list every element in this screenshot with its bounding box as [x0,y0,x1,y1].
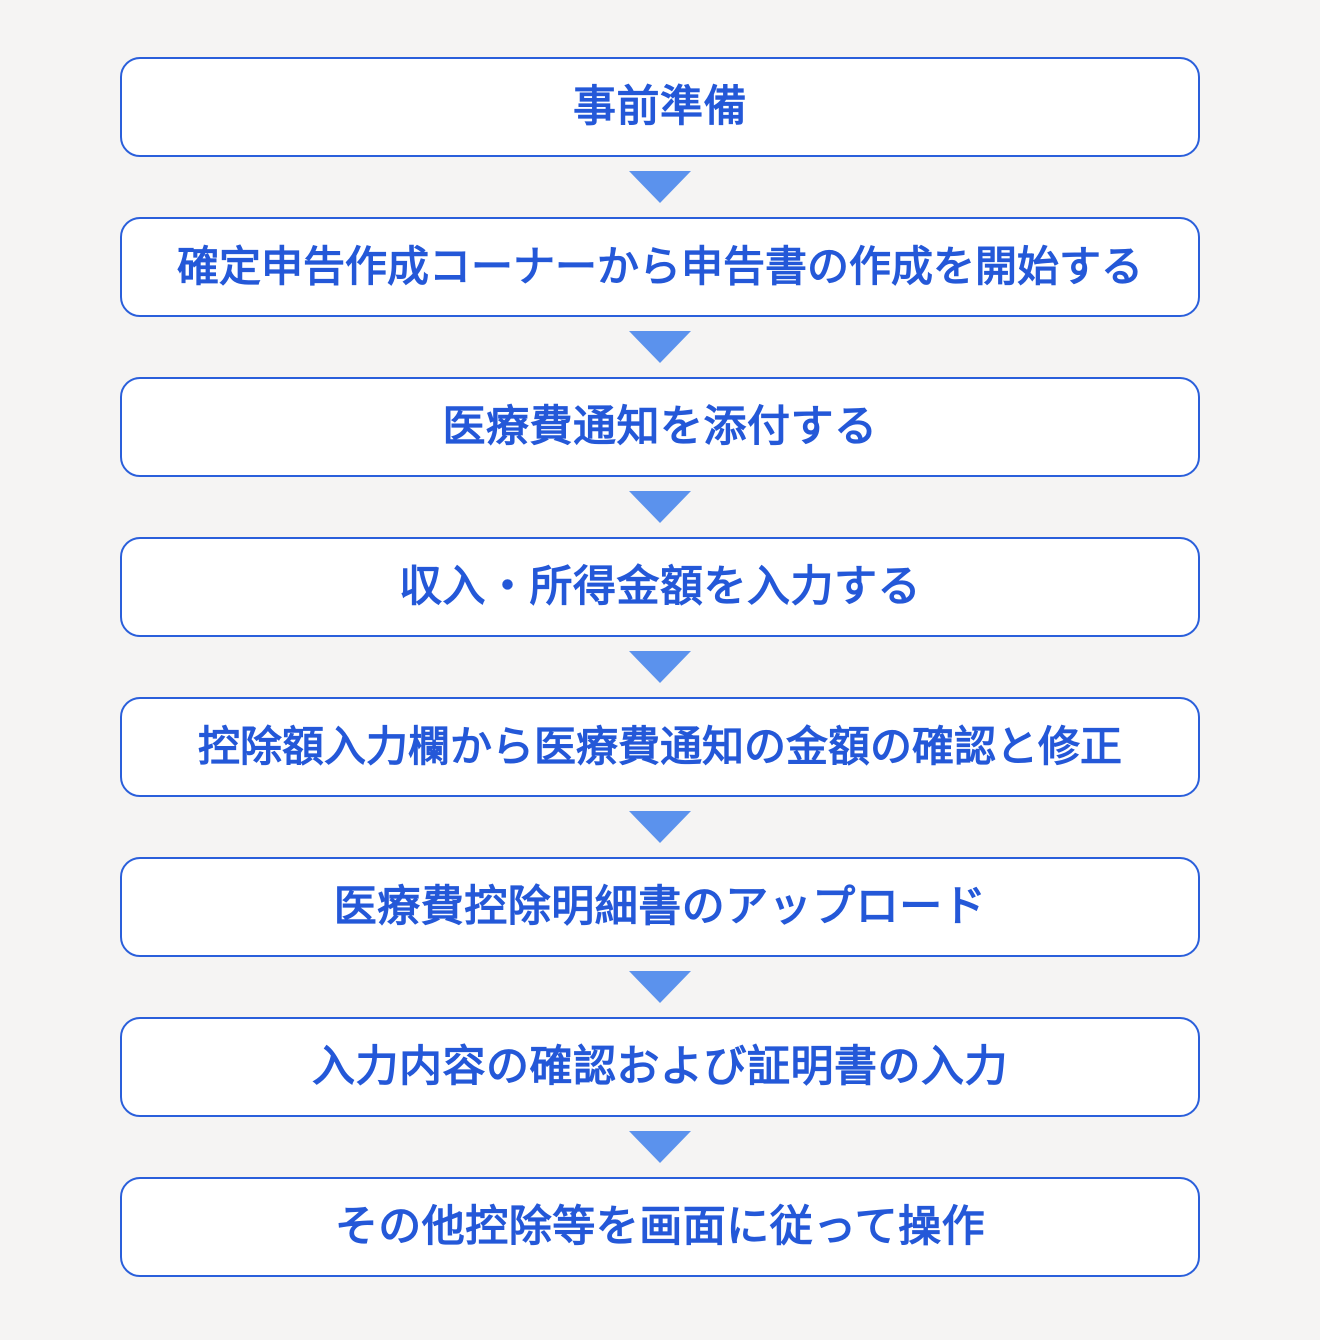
flow-step-2: 確定申告作成コーナーから申告書の作成を開始する [120,217,1200,317]
triangle-down-icon [629,811,691,843]
flow-connector-3 [120,477,1200,537]
flow-step-label: その他控除等を画面に従って操作 [334,1201,986,1252]
flow-step-5: 控除額入力欄から医療費通知の金額の確認と修正 [120,697,1200,797]
triangle-down-icon [629,171,691,203]
triangle-down-icon [629,331,691,363]
flow-step-label: 控除額入力欄から医療費通知の金額の確認と修正 [197,722,1122,771]
triangle-down-icon [629,651,691,683]
flow-step-1: 事前準備 [120,57,1200,157]
triangle-down-icon [629,1131,691,1163]
flow-connector-2 [120,317,1200,377]
flow-step-6: 医療費控除明細書のアップロード [120,857,1200,957]
flow-step-label: 収入・所得金額を入力する [399,561,921,612]
flow-step-label: 医療費控除明細書のアップロード [333,881,987,932]
flow-step-label: 事前準備 [573,81,747,132]
flow-step-7: 入力内容の確認および証明書の入力 [120,1017,1200,1117]
flow-step-4: 収入・所得金額を入力する [120,537,1200,637]
flow-step-8: その他控除等を画面に従って操作 [120,1177,1200,1277]
flow-connector-5 [120,797,1200,857]
flow-connector-4 [120,637,1200,697]
flow-step-3: 医療費通知を添付する [120,377,1200,477]
flow-step-label: 入力内容の確認および証明書の入力 [312,1041,1008,1092]
flow-connector-6 [120,957,1200,1017]
flow-step-label: 確定申告作成コーナーから申告書の作成を開始する [176,242,1143,291]
flow-connector-1 [120,157,1200,217]
triangle-down-icon [629,491,691,523]
triangle-down-icon [629,971,691,1003]
flow-step-label: 医療費通知を添付する [442,401,878,452]
flow-connector-7 [120,1117,1200,1177]
